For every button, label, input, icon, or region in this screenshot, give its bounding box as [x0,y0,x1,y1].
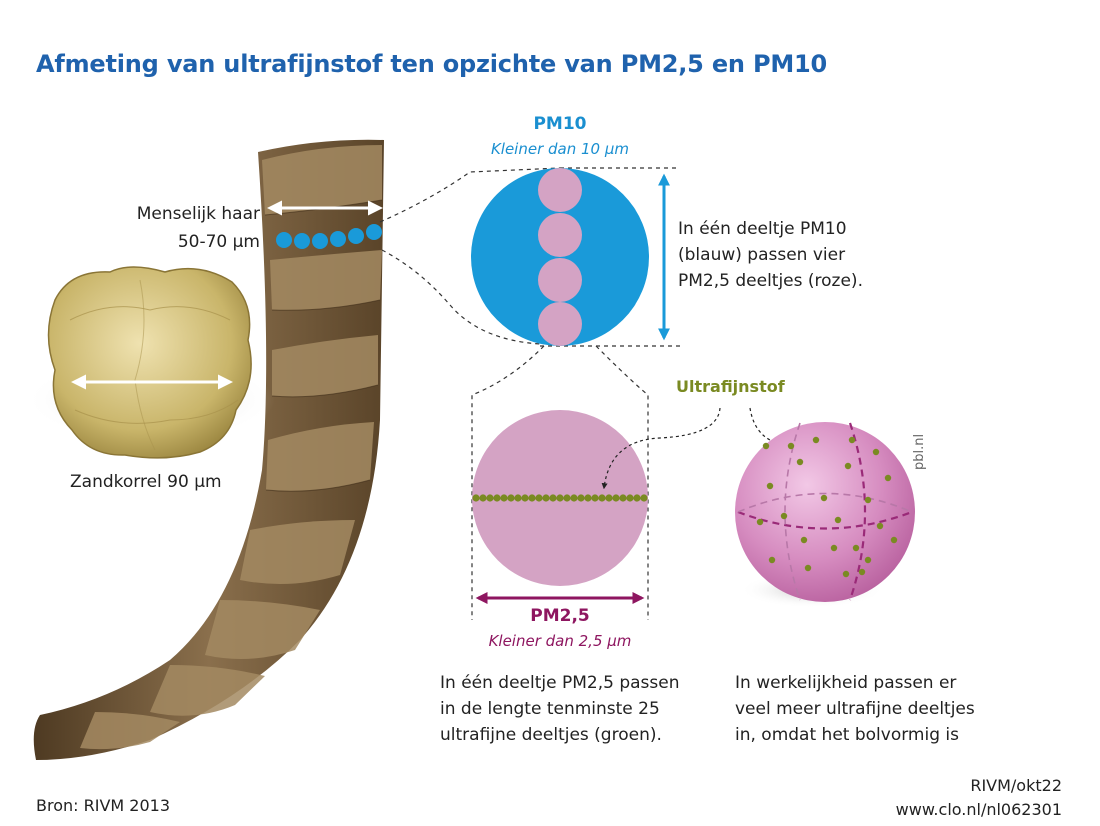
hair-label-line1: Menselijk haar [136,204,260,224]
sphere-description-line: In werkelijkheid passen er [735,673,957,693]
pm25-description: In één deeltje PM2,5 passen in de lengte… [440,670,680,748]
pm10-subtitle: Kleiner dan 10 µm [490,140,630,158]
pm10-description-line: (blauw) passen vier [678,245,846,265]
reference-line: RIVM/okt22 [970,776,1062,795]
sand-label: Zandkorrel 90 µm [70,472,222,492]
pm25-subtitle: Kleiner dan 2,5 µm [488,632,632,650]
ultrafine-row [472,494,648,502]
sand-grain [25,266,275,459]
sphere-description-line: in, omdat het bolvormig is [735,725,959,745]
source-note: Bron: RIVM 2013 [36,796,170,815]
pm10-description-line: PM2,5 deeltjes (roze). [678,271,863,291]
pm10-particle [471,168,649,346]
pm25-particle [472,410,648,586]
watermark: pbl.nl [912,433,927,470]
sphere-description-line: veel meer ultrafijne deeltjes [735,699,975,719]
reference-note: RIVM/okt22 www.clo.nl/nl062301 [800,774,1062,822]
reference-link[interactable]: www.clo.nl/nl062301 [895,800,1062,819]
human-hair [33,139,384,760]
pm25-title: PM2,5 [530,606,590,626]
ultrafine-sphere [735,422,915,608]
pm25-in-pm10 [538,168,582,346]
sphere-description: In werkelijkheid passen er veel meer ult… [735,670,975,748]
page-title: Afmeting van ultrafijnstof ten opzichte … [36,50,828,78]
zoom-lines-pm10 [379,167,680,347]
pm25-description-line: ultrafijne deeltjes (groen). [440,725,662,745]
pm25-description-line: In één deeltje PM2,5 passen [440,673,680,693]
hair-label: Menselijk haar 50-70 µm [120,200,260,256]
pm10-description: In één deeltje PM10 (blauw) passen vier … [678,216,863,294]
pm10-description-line: In één deeltje PM10 [678,219,847,239]
hair-pm10-dots [276,224,382,249]
zoom-lines-pm25 [471,345,649,620]
pm10-title: PM10 [533,114,587,134]
pm25-description-line: in de lengte tenminste 25 [440,699,660,719]
ultrafine-label: Ultrafijnstof [676,377,785,396]
hair-label-line2: 50-70 µm [177,232,260,252]
